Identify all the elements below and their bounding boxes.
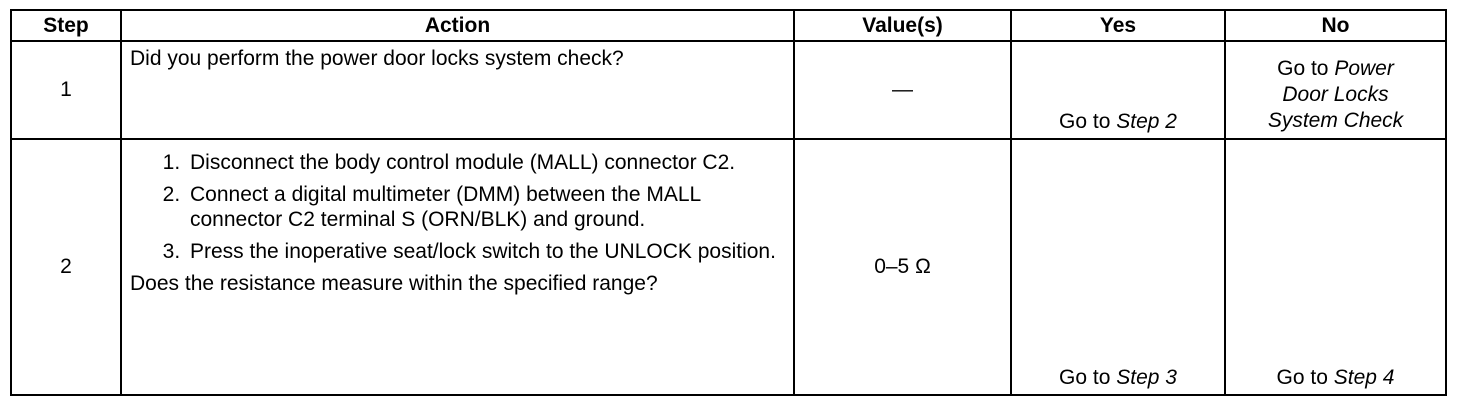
no-prefix: Go to <box>1277 57 1335 80</box>
header-no: No <box>1224 9 1447 42</box>
action-cell: Did you perform the power door locks sys… <box>120 40 795 140</box>
yes-step-link[interactable]: Step 3 <box>1116 366 1177 389</box>
yes-cell: Go to Step 3 <box>1010 138 1226 396</box>
action-step-item: Press the inoperative seat/lock switch t… <box>186 239 785 264</box>
header-row: Step Action Value(s) Yes No <box>10 9 1447 42</box>
table-row-step-2: 2 Disconnect the body control module (MA… <box>10 138 1447 396</box>
no-cell: Go to Power Door Locks System Check <box>1224 40 1447 140</box>
step-number: 1 <box>10 40 122 140</box>
header-yes: Yes <box>1010 9 1226 42</box>
no-link-part-3[interactable]: System Check <box>1267 109 1404 132</box>
no-line-2: Door Locks <box>1226 82 1445 108</box>
yes-prefix: Go to <box>1059 366 1117 389</box>
diagnostic-table: Step Action Value(s) Yes No 1 Did you pe… <box>10 9 1447 396</box>
no-prefix: Go to <box>1276 366 1334 389</box>
value-cell: — <box>793 40 1012 140</box>
no-link-part-2[interactable]: Door Locks <box>1282 83 1389 106</box>
no-cell: Go to Step 4 <box>1224 138 1447 396</box>
action-step-item: Disconnect the body control module (MALL… <box>186 150 785 175</box>
action-cell: Disconnect the body control module (MALL… <box>120 138 795 396</box>
header-values: Value(s) <box>793 9 1012 42</box>
no-line-3: System Check <box>1226 108 1445 134</box>
yes-prefix: Go to <box>1059 110 1117 133</box>
table-row-step-1: 1 Did you perform the power door locks s… <box>10 40 1447 140</box>
header-step: Step <box>10 9 122 42</box>
step-number: 2 <box>10 138 122 396</box>
action-step-item: Connect a digital multimeter (DMM) betwe… <box>186 182 785 232</box>
action-question: Did you perform the power door locks sys… <box>130 47 624 70</box>
no-line-1: Go to Power <box>1226 56 1445 82</box>
yes-cell: Go to Step 2 <box>1010 40 1226 140</box>
action-steps-list: Disconnect the body control module (MALL… <box>130 150 785 264</box>
yes-step-link[interactable]: Step 2 <box>1116 110 1177 133</box>
header-action: Action <box>120 9 795 42</box>
no-step-link[interactable]: Step 4 <box>1333 366 1395 389</box>
no-link-part-1[interactable]: Power <box>1334 57 1394 80</box>
action-question: Does the resistance measure within the s… <box>130 272 658 295</box>
value-cell: 0–5 Ω <box>793 138 1012 396</box>
